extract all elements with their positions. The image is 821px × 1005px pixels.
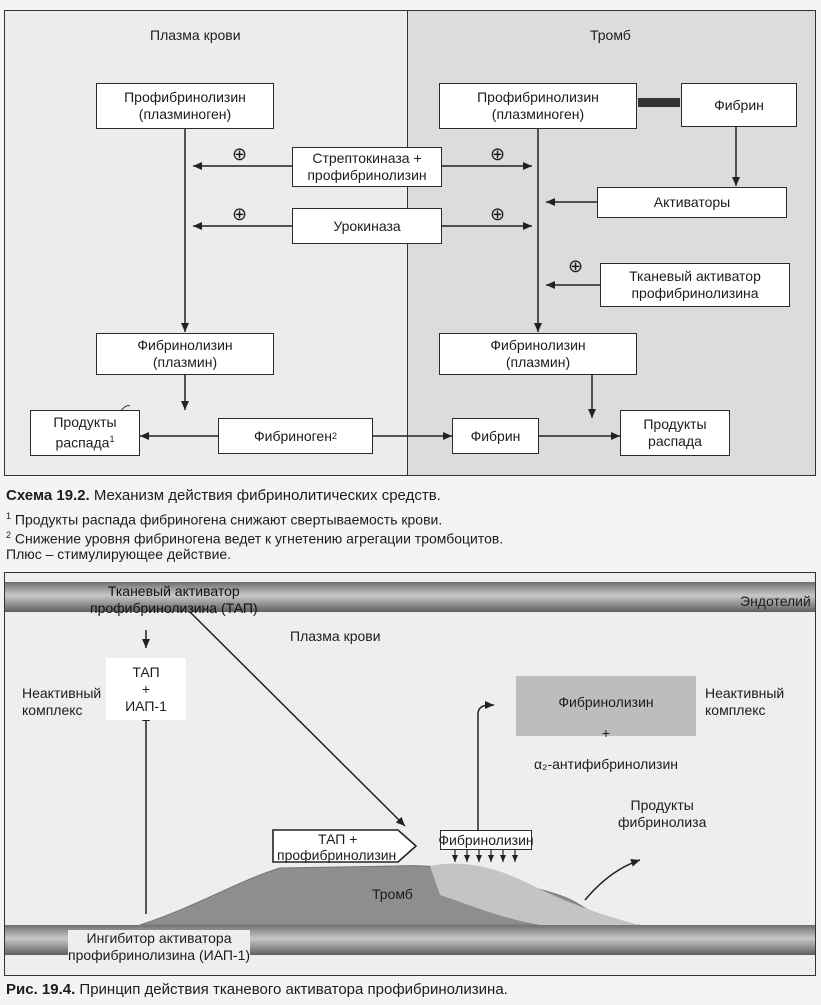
left-fibrinolysin-box: Фибринолизин (плазмин) <box>96 333 274 375</box>
footnote-1: 1 Продукты распада фибриногена снижают с… <box>6 507 442 530</box>
right-fibrinolysin-box: Фибринолизин (плазмин) <box>439 333 637 375</box>
inactive-complex-left: Неактивный комплекс <box>22 685 102 718</box>
tap-iap-complex: ТАП + ИАП-1 <box>106 658 186 720</box>
lysis-products-label: Продукты фибринолиза <box>618 797 707 830</box>
tap-label: Тканевый активатор профибринолизина (ТАП… <box>90 583 258 616</box>
plus-icon: ⊕ <box>490 144 506 164</box>
plasma-label: Плазма крови <box>290 628 381 644</box>
figure-caption-label: Рис. 19.4. <box>6 981 76 998</box>
activators-box: Активаторы <box>597 187 787 218</box>
fibrinolysin-box: Фибринолизин <box>438 830 534 850</box>
complex-line-2: + <box>601 725 611 741</box>
streptokinase-box: Стрептокиназа + профибринолизин <box>292 147 442 187</box>
complex-line-3: α₂-антифибринолизин <box>533 756 679 772</box>
thrombus-label: Тромб <box>372 886 413 902</box>
inhibitor-label: Ингибитор активатора профибринолизина (И… <box>68 930 251 964</box>
right-profibrinolysin-box: Профибринолизин (плазминоген) <box>439 83 637 129</box>
degradation-right-box: Продукты распада <box>620 410 730 456</box>
profibrinolysin-text: профибринолизин <box>277 847 397 863</box>
plus-icon: ⊕ <box>232 144 248 164</box>
fibrin-bottom-box: Фибрин <box>452 418 539 454</box>
plus-legend: Плюс – стимулирующее действие. <box>6 546 232 562</box>
scheme-arrows <box>119 98 740 440</box>
figure-caption-title: Принцип действия тканевого активатора пр… <box>75 981 508 998</box>
left-profibrinolysin-box: Профибринолизин (плазминоген) <box>96 83 274 129</box>
footnote-1-num: 1 <box>6 511 12 521</box>
scheme-caption-title: Механизм действия фибринолитических сред… <box>89 487 441 504</box>
scheme-caption: Схема 19.2. Механизм действия фибринолит… <box>6 486 441 505</box>
degradation-left-text: Продукты распада <box>53 414 117 451</box>
degradation-left-box: Продукты распада1 <box>30 410 140 456</box>
footnote-2: 2 Снижение уровня фибриногена ведет к уг… <box>6 526 503 549</box>
footnote-1-text: Продукты распада фибриногена снижают све… <box>11 511 443 528</box>
plasma-header: Плазма крови <box>150 27 241 43</box>
footnote-2-num: 2 <box>6 530 12 540</box>
footnote-2-marker: 2 <box>331 430 337 441</box>
footnote-2-text: Снижение уровня фибриногена ведет к угне… <box>11 530 504 547</box>
plus-icon: ⊕ <box>232 204 248 224</box>
inactive-complex-right: Неактивный комплекс <box>705 685 785 718</box>
fibrinolysin-antifibrinolysin-complex: Фибринолизин + α₂-антифибринолизин <box>516 677 696 790</box>
tap-plus-text: ТАП + <box>318 831 358 847</box>
tissue-activator-box: Тканевый активатор профибринолизина <box>600 263 790 307</box>
plus-icon: ⊕ <box>568 256 584 276</box>
footnote-1-marker: 1 <box>109 434 115 445</box>
complex-line-1: Фибринолизин <box>558 694 654 710</box>
plus-icon: ⊕ <box>490 204 506 224</box>
scheme-caption-label: Схема 19.2. <box>6 487 90 504</box>
urokinase-box: Урокиназа <box>292 208 442 244</box>
fibrin-top-box: Фибрин <box>681 83 797 127</box>
endothelium-label: Эндотелий <box>740 593 811 609</box>
figure-caption: Рис. 19.4. Принцип действия тканевого ак… <box>6 980 508 999</box>
thrombus-header: Тромб <box>590 27 631 43</box>
fibrinogen-text: Фибриноген <box>254 427 332 444</box>
